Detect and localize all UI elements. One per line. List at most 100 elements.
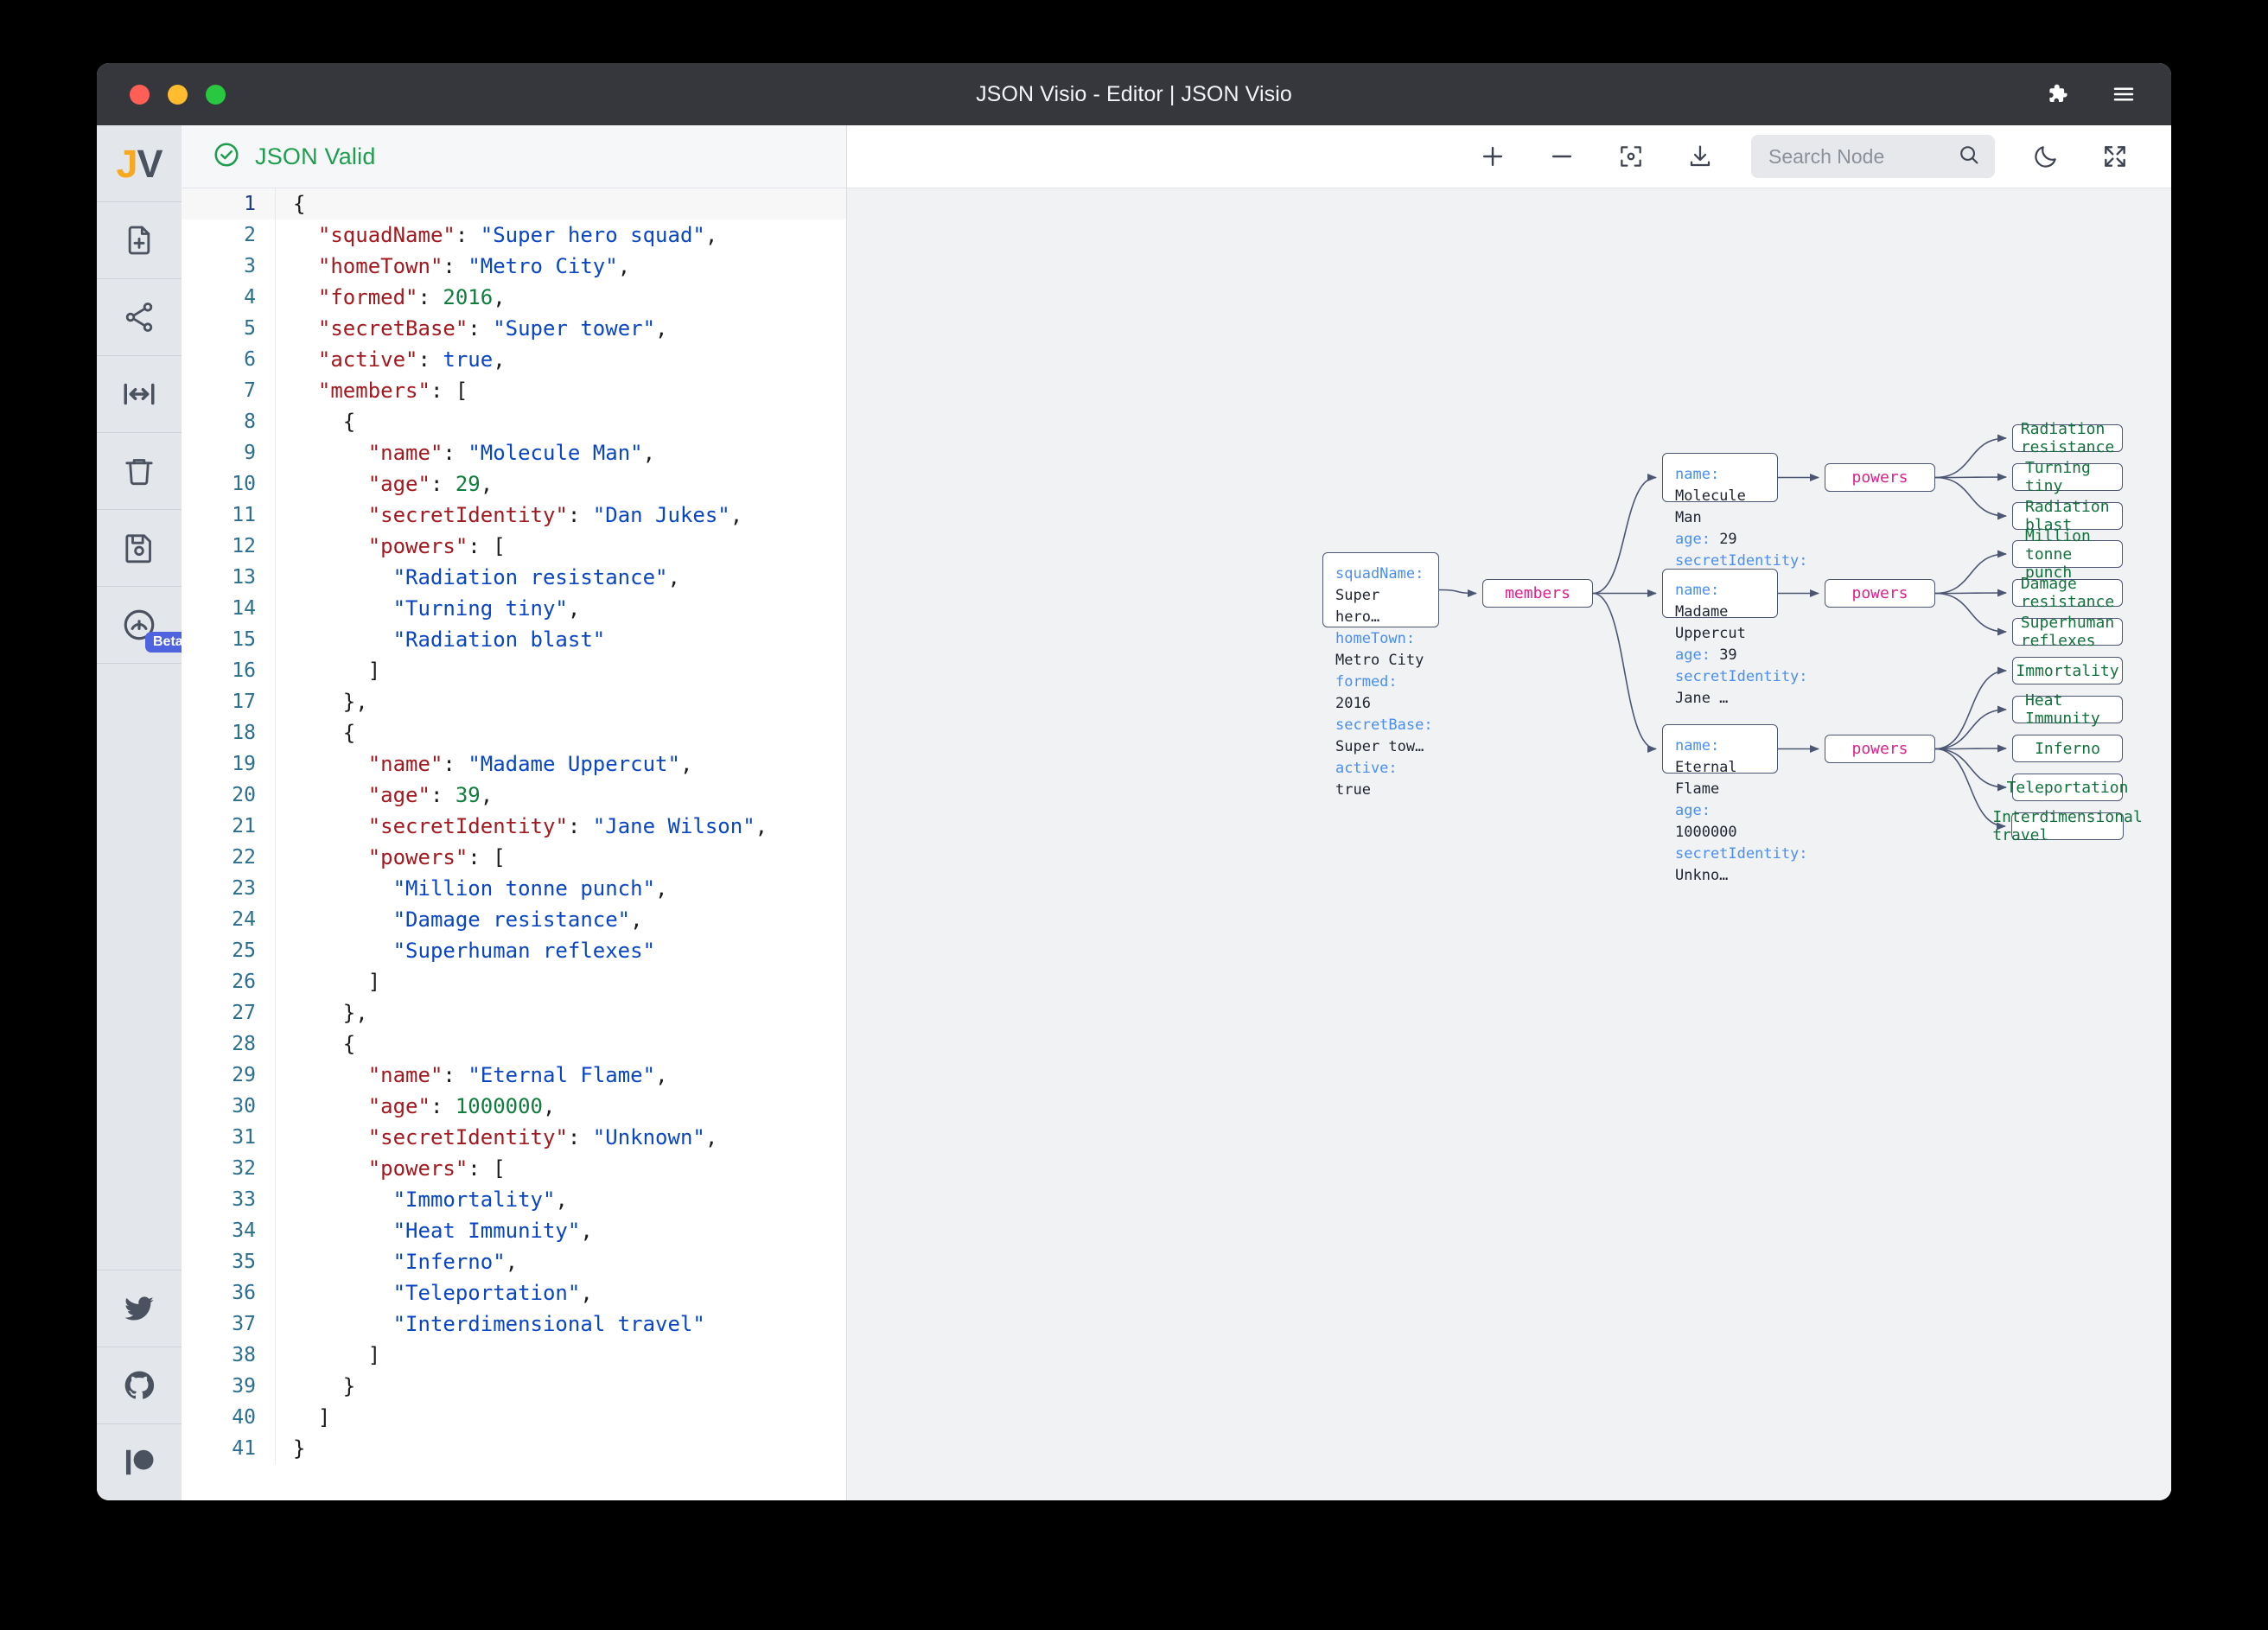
line-number: 12 (232, 535, 256, 557)
node-row-key: name: (1675, 466, 1720, 483)
graph-edge (1934, 550, 2008, 595)
graph-node-parent[interactable]: powers (1825, 463, 1935, 492)
close-button[interactable] (130, 84, 150, 105)
node-row-value: Eternal Flame (1675, 759, 1737, 798)
window-controls (130, 63, 226, 125)
graph-node-leaf[interactable]: Immortality (2012, 657, 2123, 684)
graph-edges (1438, 434, 2008, 831)
moon-icon[interactable] (2028, 138, 2064, 175)
code-line-text: "name": "Madame Uppercut", (275, 748, 846, 780)
graph-node-object[interactable]: squadName: Super hero…homeTown: Metro Ci… (1322, 552, 1439, 799)
node-row-value: 2016 (1335, 695, 1371, 712)
code-line: 24 "Damage resistance", (182, 904, 846, 935)
search-input[interactable] (1768, 144, 1948, 169)
code-line-text: "age": 29, (275, 468, 846, 500)
hamburger-menu-icon[interactable] (2111, 81, 2137, 107)
node-row-value: Madame Uppercut (1675, 603, 1746, 642)
node-row: name: Eternal Flame (1675, 735, 1765, 800)
graph-node-leaf[interactable]: Million tonne punch (2012, 527, 2123, 582)
code-line: 17 }, (182, 686, 846, 717)
app-body: JV (97, 125, 2171, 1500)
line-number: 9 (244, 442, 256, 464)
graph-node-leaf[interactable]: Radiation resistance (2012, 420, 2123, 456)
window-title: JSON Visio - Editor | JSON Visio (976, 81, 1292, 106)
graph-node-parent[interactable]: members (1482, 579, 1593, 608)
node-label: Interdimensional travel (1992, 808, 2143, 844)
search-icon[interactable] (1957, 143, 1981, 171)
code-line: 28 { (182, 1028, 846, 1060)
graph-node-leaf[interactable]: Turning tiny (2012, 459, 2123, 495)
code-line-text: } (275, 1371, 846, 1402)
center-view-icon[interactable] (1613, 138, 1649, 175)
zoom-out-icon[interactable] (1544, 138, 1580, 175)
graph-node-leaf[interactable]: Heat Immunity (2012, 691, 2123, 728)
github-icon[interactable] (97, 1347, 182, 1423)
search-node-box[interactable] (1751, 135, 1995, 178)
code-line: 5 "secretBase": "Super tower", (182, 313, 846, 344)
graph-node-leaf[interactable]: Radiation blast (2012, 498, 2123, 534)
line-number: 7 (244, 379, 256, 402)
graph-edge (1934, 476, 2008, 520)
code-line-text: ] (275, 1340, 846, 1371)
minimize-button[interactable] (168, 84, 188, 105)
puzzle-piece-icon[interactable] (2043, 81, 2069, 107)
code-line-text: "Damage resistance", (275, 904, 846, 935)
node-label: Teleportation (2006, 778, 2129, 797)
code-line-text: "secretIdentity": "Dan Jukes", (275, 500, 846, 531)
node-label: powers (1851, 740, 1908, 758)
fullscreen-icon[interactable] (2097, 138, 2133, 175)
node-label: Heat Immunity (2025, 691, 2100, 728)
graph-canvas[interactable]: squadName: Super hero…homeTown: Metro Ci… (847, 188, 2171, 1500)
line-number: 37 (232, 1313, 256, 1335)
line-number: 41 (232, 1437, 256, 1460)
expand-horizontal-icon[interactable] (97, 356, 182, 433)
graph-edge (1592, 474, 1658, 595)
code-line-text: "Inferno", (275, 1246, 846, 1277)
code-line-text: "name": "Eternal Flame", (275, 1060, 846, 1091)
code-line: 26 ] (182, 966, 846, 997)
code-line: 1{ (182, 188, 846, 220)
app-logo[interactable]: JV (97, 125, 182, 202)
trash-icon[interactable] (97, 433, 182, 510)
line-number: 31 (232, 1126, 256, 1149)
code-line-text: "Superhuman reflexes" (275, 935, 846, 966)
twitter-icon[interactable] (97, 1270, 182, 1347)
maximize-button[interactable] (206, 84, 226, 105)
graph-node-leaf[interactable]: Teleportation (2007, 774, 2128, 801)
save-file-icon[interactable] (97, 510, 182, 587)
download-icon[interactable] (1682, 138, 1718, 175)
code-line: 23 "Million tonne punch", (182, 873, 846, 904)
graph-node-leaf[interactable]: Damage resistance (2012, 575, 2123, 611)
node-row-value: Super tow… (1335, 738, 1424, 755)
code-line: 33 "Immortality", (182, 1184, 846, 1215)
code-line: 36 "Teleportation", (182, 1277, 846, 1308)
node-label: Million tonne punch (2025, 526, 2091, 582)
share-graph-icon[interactable] (97, 279, 182, 356)
code-editor[interactable]: 1{2 "squadName": "Super hero squad",3 "h… (182, 188, 846, 1500)
graph-node-parent[interactable]: powers (1825, 579, 1935, 608)
line-number: 5 (244, 317, 256, 340)
gauge-icon[interactable]: Beta (97, 587, 191, 664)
code-line-text: "secretIdentity": "Unknown", (275, 1122, 846, 1153)
node-row-key: formed: (1335, 673, 1398, 691)
node-row: secretIdentity: Jane … (1675, 666, 1808, 710)
graph-node-leaf[interactable]: Superhuman reflexes (2012, 614, 2123, 650)
line-number: 32 (232, 1157, 256, 1180)
code-line: 15 "Radiation blast" (182, 624, 846, 655)
line-number: 6 (244, 348, 256, 371)
zoom-in-icon[interactable] (1475, 138, 1511, 175)
node-row-key: age: (1675, 531, 1720, 548)
patreon-icon[interactable] (97, 1423, 182, 1500)
code-line-text: "Heat Immunity", (275, 1215, 846, 1246)
graph-node-leaf[interactable]: Inferno (2012, 735, 2123, 762)
code-line: 3 "homeTown": "Metro City", (182, 251, 846, 282)
new-file-icon[interactable] (97, 202, 182, 279)
node-row-value: Metro City (1335, 652, 1424, 669)
graph-node-parent[interactable]: powers (1825, 735, 1935, 763)
graph-edge (1934, 744, 2008, 753)
graph-node-leaf[interactable]: Interdimensional travel (1992, 808, 2142, 844)
line-number: 27 (232, 1002, 256, 1024)
